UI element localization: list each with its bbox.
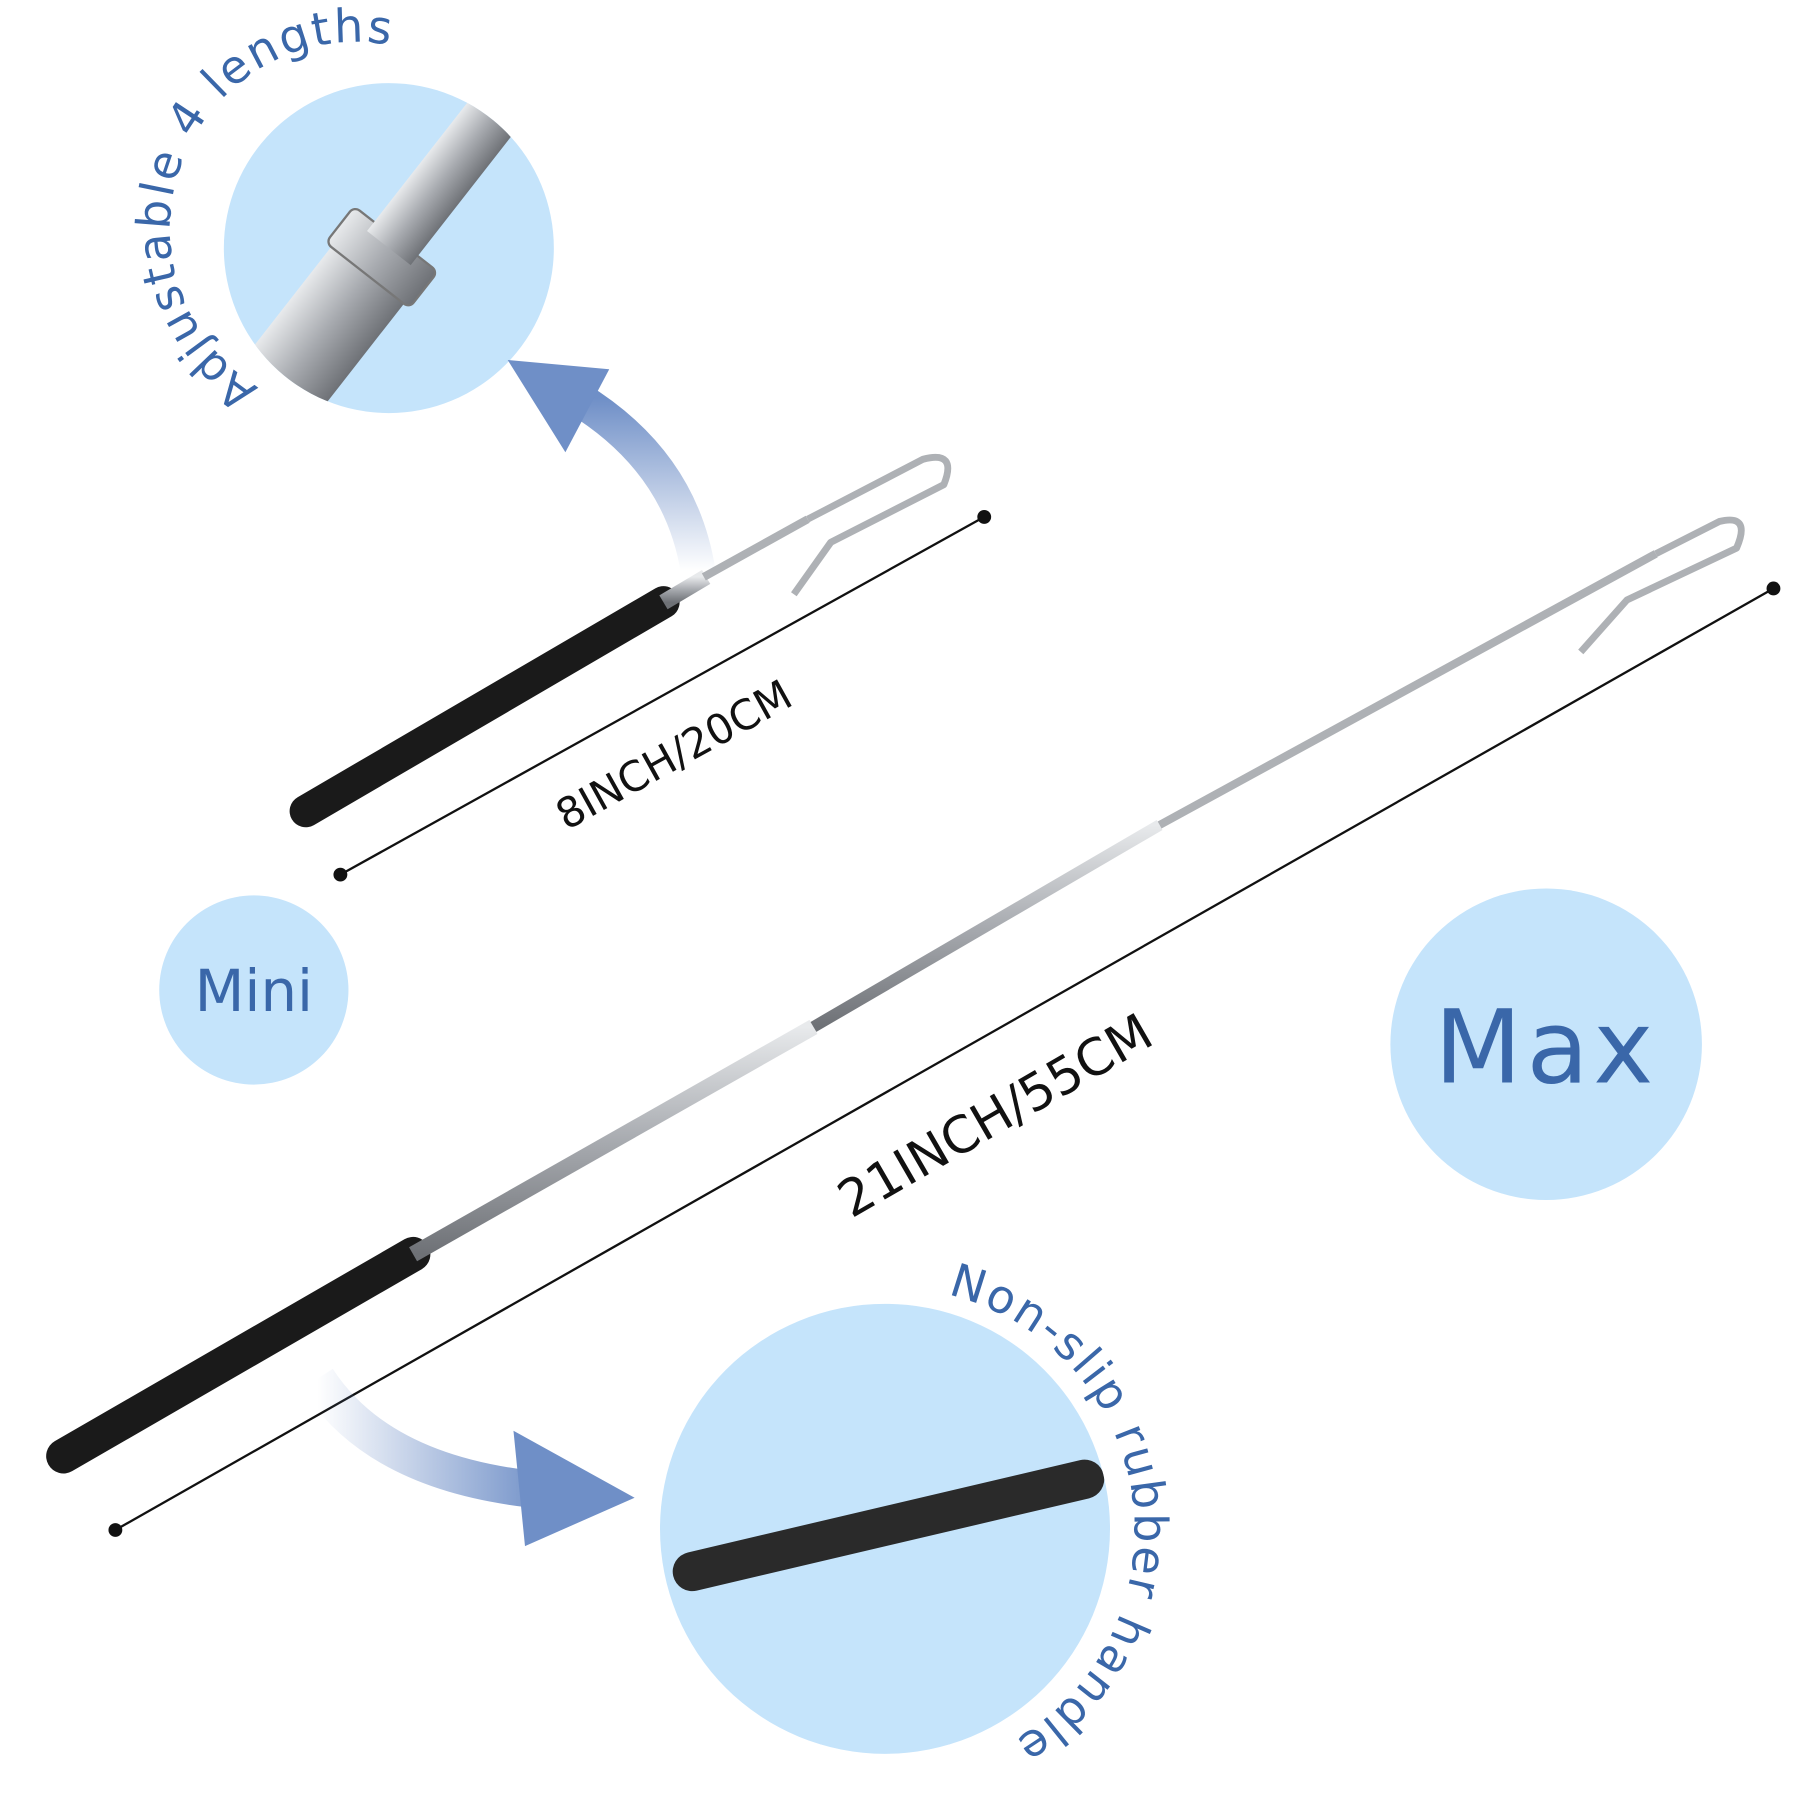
max-label: Max [1434, 988, 1658, 1106]
max-badge: Max [1390, 888, 1702, 1200]
mini-badge: Mini [159, 895, 349, 1085]
max-rod [46, 516, 1745, 1474]
arrow-to-detail-icon [507, 360, 716, 575]
arrow-to-handle-icon [301, 1368, 635, 1547]
mini-rod [289, 453, 952, 828]
max-dimension-line [108, 581, 1781, 1537]
telescopic-detail-circle [223, 83, 554, 414]
max-length-label: 21INCH/55CM [828, 1002, 1162, 1229]
mini-label: Mini [195, 957, 313, 1025]
handle-detail-circle [660, 1303, 1110, 1754]
mini-dimension-line [333, 510, 992, 882]
mini-length-label: 8INCH/20CM [547, 670, 800, 840]
